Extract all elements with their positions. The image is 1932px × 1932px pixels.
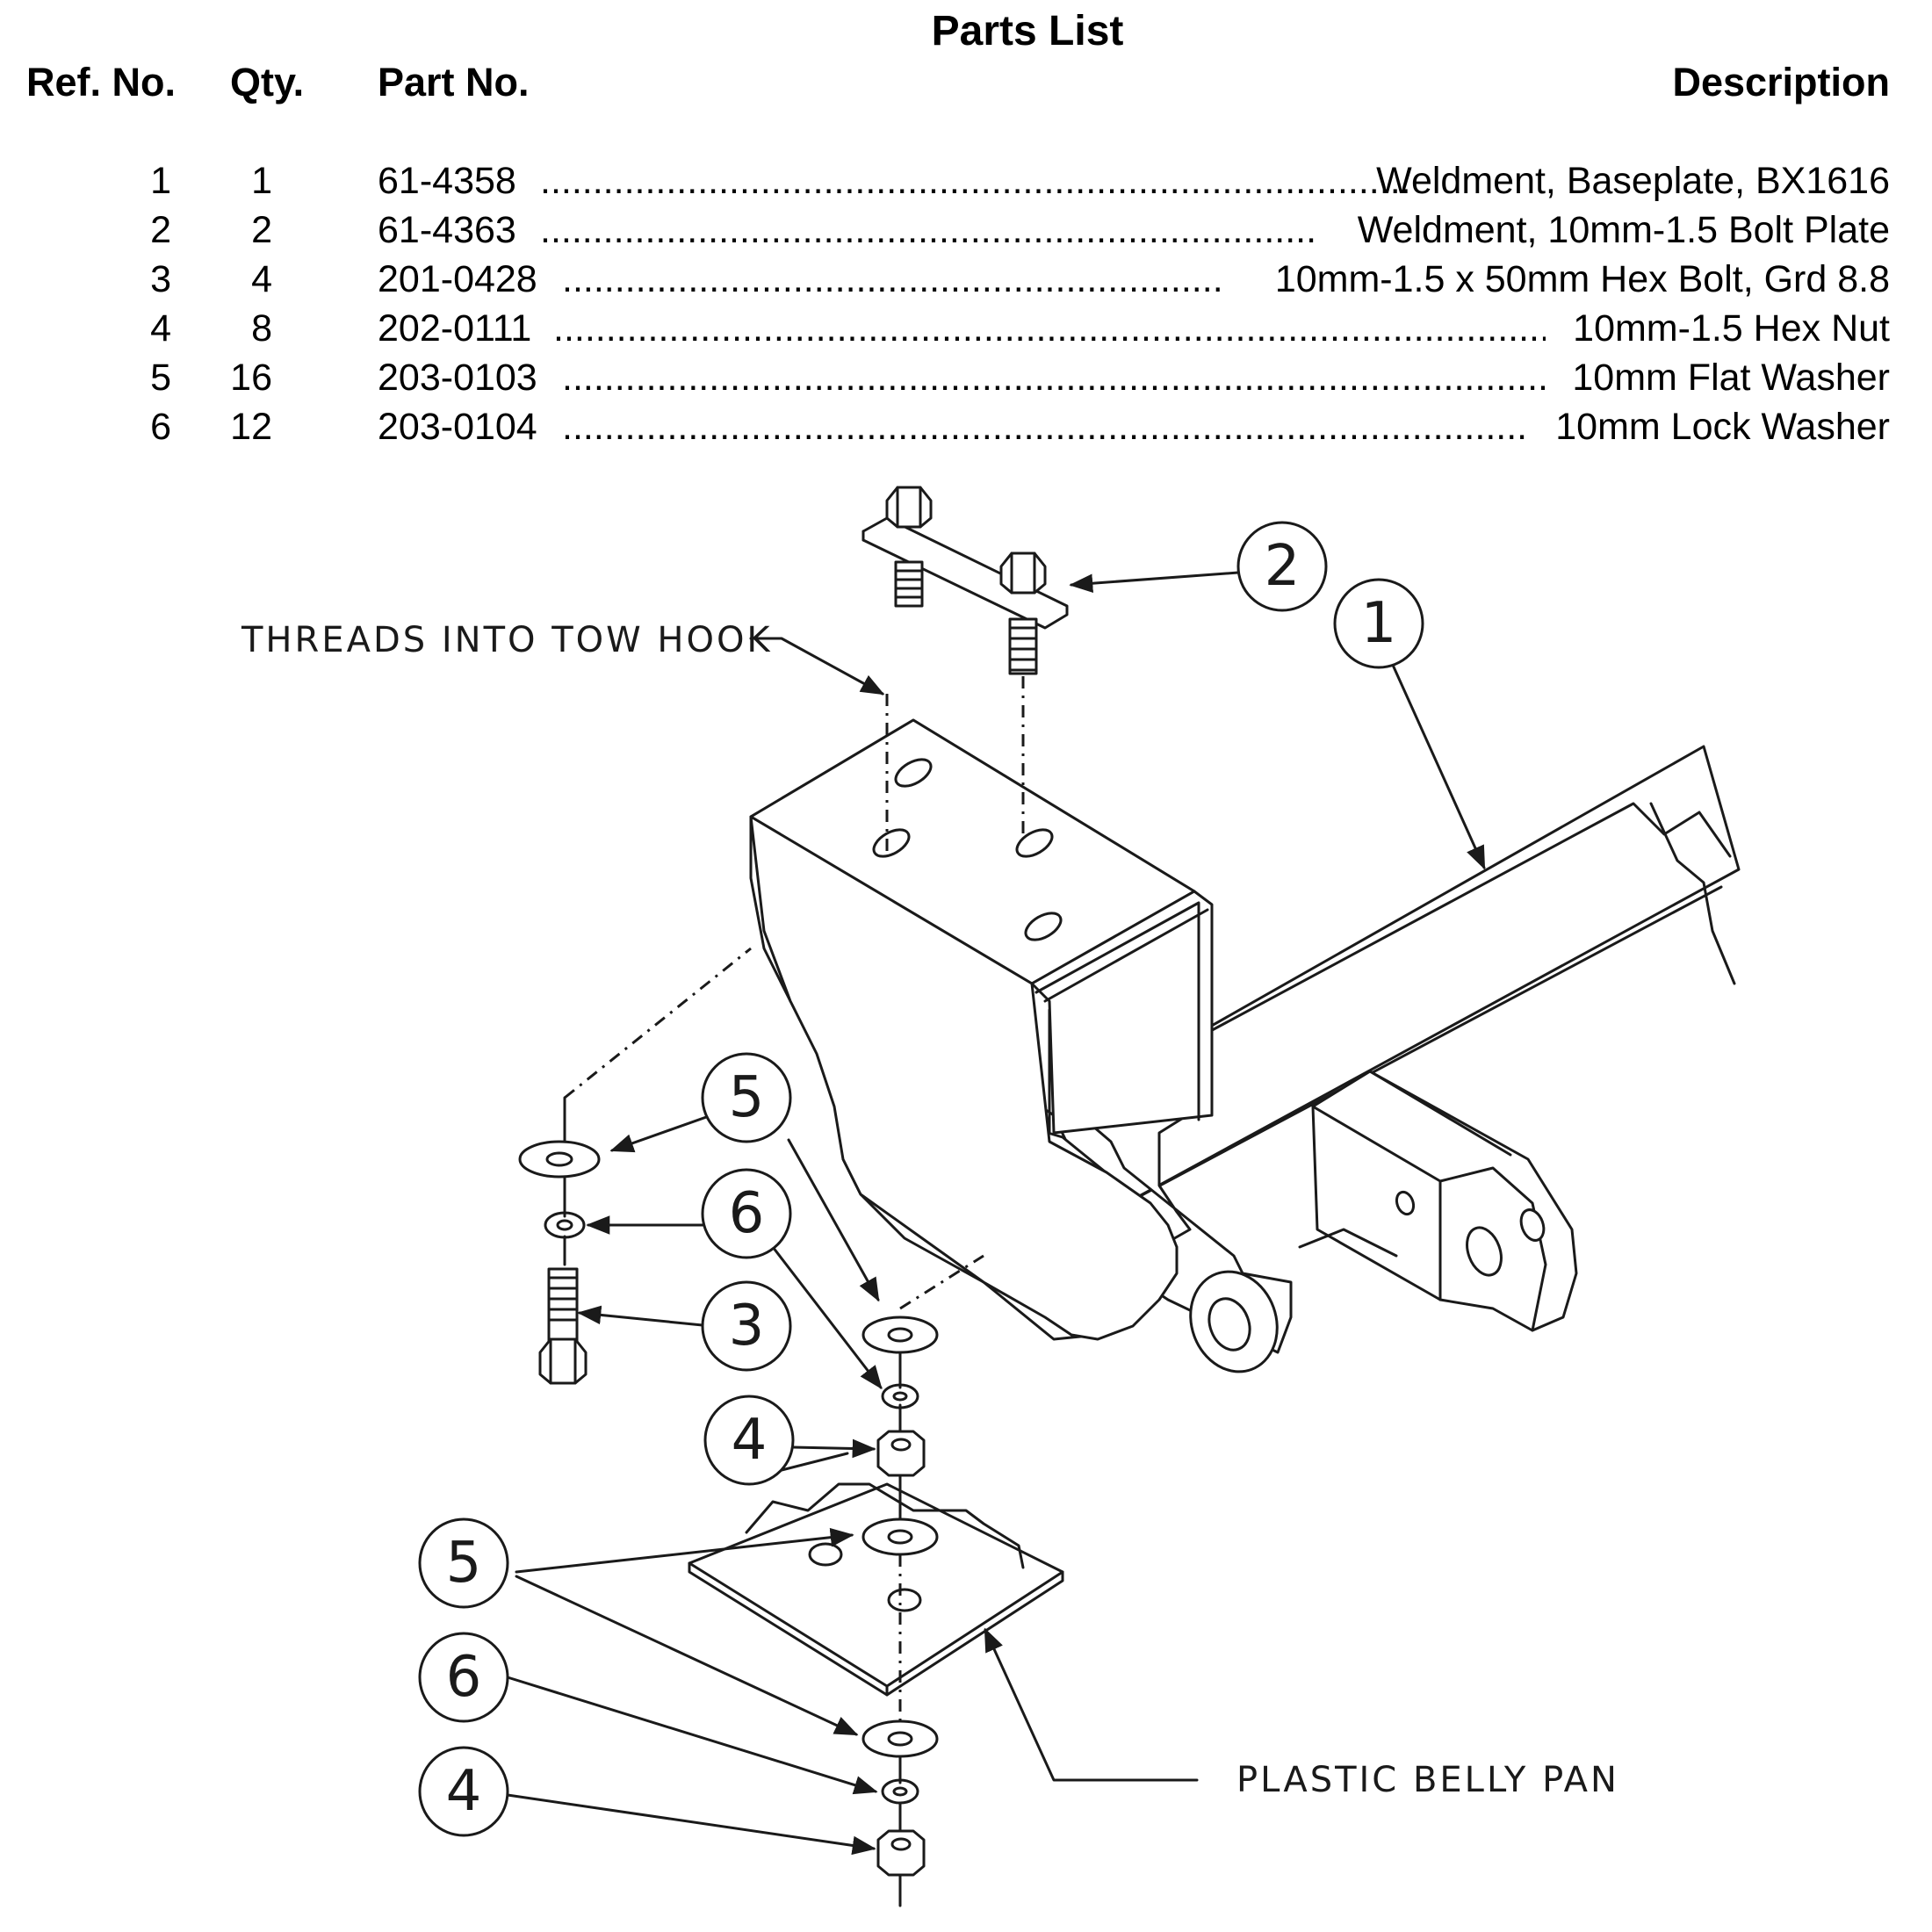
callout-bubble-4-upper: 4: [703, 1395, 795, 1486]
leader-dots: ........................................…: [562, 258, 1225, 300]
row-description: Weldment, Baseplate, BX1616: [1376, 160, 1890, 202]
row-description: 10mm Flat Washer: [1572, 357, 1890, 399]
callout-bubble-3: 3: [701, 1280, 792, 1372]
header-qty: Qty.: [230, 60, 305, 105]
callout-bubble-1: 1: [1333, 578, 1424, 669]
page-title: Parts List: [931, 8, 1124, 54]
callout-label-5: 5: [729, 1065, 765, 1130]
note-belly-pan-leader: [984, 1627, 1199, 1782]
callout-label-5: 5: [446, 1531, 482, 1596]
row-description: 10mm-1.5 x 50mm Hex Bolt, Grd 8.8: [1274, 258, 1890, 300]
row-ref-no: 6: [150, 406, 171, 448]
row-ref-no: 1: [150, 160, 171, 202]
row-part-no: 201-0428: [378, 258, 537, 300]
row-ref-no: 2: [150, 209, 171, 251]
baseplate-weldment: [749, 718, 1741, 1373]
callout-label-3: 3: [729, 1294, 765, 1359]
row-ref-no: 5: [150, 357, 171, 399]
plastic-belly-pan: [688, 1482, 1064, 1697]
header-ref-no: Ref. No.: [26, 60, 177, 105]
row-description: Weldment, 10mm-1.5 Bolt Plate: [1357, 209, 1890, 251]
callout-label-2: 2: [1265, 534, 1301, 599]
row-ref-no: 3: [150, 258, 171, 300]
row-part-no: 203-0104: [378, 406, 537, 448]
callout-bubble-5-lower: 5: [418, 1517, 509, 1609]
row-qty: 2: [251, 209, 272, 251]
center-lower-hardware-stack: [861, 1719, 939, 1877]
row-qty: 12: [230, 406, 272, 448]
row-ref-no: 4: [150, 307, 171, 350]
exploded-assembly-diagram: THREADS INTO TOW HOOK PLASTIC BELLY PAN …: [227, 481, 1759, 1921]
row-qty: 8: [251, 307, 272, 350]
callout-label-4: 4: [446, 1759, 482, 1824]
leader-dots: ........................................…: [562, 406, 1526, 448]
parts-row: 6 12 203-0104 ..........................…: [0, 406, 1932, 455]
parts-row: 1 1 61-4358 ............................…: [0, 160, 1932, 209]
callout-label-6: 6: [446, 1645, 482, 1710]
row-part-no: 61-4358: [378, 160, 516, 202]
leader-dots: ........................................…: [553, 307, 1546, 350]
callout-bubble-6-upper: 6: [701, 1168, 792, 1259]
callout-label-1: 1: [1361, 591, 1397, 656]
row-description: 10mm Lock Washer: [1555, 406, 1890, 448]
parts-row: 5 16 203-0103 ..........................…: [0, 357, 1932, 406]
header-description: Description: [1672, 60, 1890, 105]
note-tow-hook: THREADS INTO TOW HOOK: [241, 620, 773, 660]
note-tow-hook-leader: [749, 637, 885, 696]
header-part-no: Part No.: [378, 60, 530, 105]
leader-dots: ........................................…: [540, 160, 1414, 202]
callout-bubble-5-upper: 5: [701, 1052, 792, 1143]
parts-row: 2 2 61-4363 ............................…: [0, 209, 1932, 258]
callout-leaders: [506, 571, 1486, 1856]
row-qty: 4: [251, 258, 272, 300]
row-part-no: 61-4363: [378, 209, 516, 251]
leader-dots: ........................................…: [540, 209, 1317, 251]
row-part-no: 203-0103: [378, 357, 537, 399]
parts-row: 4 8 202-0111 ...........................…: [0, 307, 1932, 357]
callout-label-6: 6: [729, 1181, 765, 1246]
row-qty: 16: [230, 357, 272, 399]
bolt-plate-weldment: [861, 486, 1069, 675]
parts-row: 3 4 201-0428 ...........................…: [0, 258, 1932, 307]
callout-label-4: 4: [732, 1408, 768, 1473]
row-qty: 1: [251, 160, 272, 202]
callout-bubble-2: 2: [1236, 521, 1328, 612]
callout-bubble-4-lower: 4: [418, 1746, 509, 1837]
leader-dots: ........................................…: [562, 357, 1546, 399]
callout-bubble-6-lower: 6: [418, 1632, 509, 1723]
assembly-center-lines: [563, 676, 1025, 1907]
note-belly-pan: PLASTIC BELLY PAN: [1236, 1760, 1619, 1800]
left-hardware-stack: [518, 1140, 601, 1385]
row-description: 10mm-1.5 Hex Nut: [1573, 307, 1890, 350]
row-part-no: 202-0111: [378, 307, 532, 350]
